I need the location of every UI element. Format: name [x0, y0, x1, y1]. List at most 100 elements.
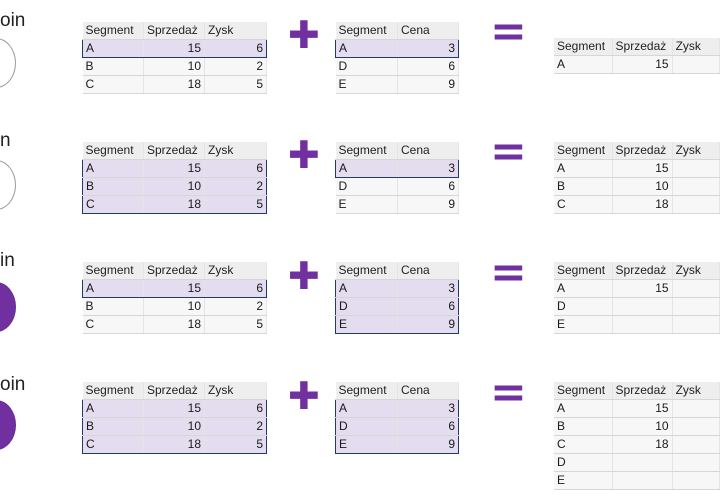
- venn-circle-icon: [0, 38, 16, 88]
- join-type-label: oin: [0, 10, 26, 31]
- cell-zysk: [672, 279, 720, 298]
- cell-zysk: [672, 453, 720, 472]
- cell-segment: A: [335, 39, 398, 58]
- cell-zysk: [672, 159, 720, 178]
- cell-sprzedaz: [612, 315, 673, 334]
- cell-sprzedaz: [612, 297, 673, 316]
- cell-sprzedaz: 10: [143, 57, 205, 76]
- cell-zysk: 2: [204, 417, 267, 436]
- cell-zysk: [672, 315, 720, 334]
- column-header: Zysk: [204, 382, 267, 400]
- cell-segment: C: [82, 435, 144, 454]
- cell-segment: A: [82, 399, 144, 418]
- plus-icon: ✚: [288, 13, 320, 57]
- column-header: Zysk: [672, 142, 720, 160]
- cell-sprzedaz: [612, 471, 673, 490]
- cell-segment: B: [554, 177, 613, 196]
- cell-segment: A: [335, 279, 398, 298]
- cell-segment: A: [554, 399, 613, 418]
- cell-segment: C: [82, 315, 144, 334]
- cell-segment: E: [335, 435, 398, 454]
- venn-circle-icon: [0, 282, 16, 332]
- cell-cena: 6: [397, 57, 459, 76]
- column-header: Segment: [82, 142, 144, 160]
- cell-cena: 6: [397, 417, 459, 436]
- column-header: Segment: [335, 22, 398, 40]
- cell-segment: D: [335, 297, 398, 316]
- cell-zysk: [672, 177, 720, 196]
- cell-zysk: 6: [204, 279, 267, 298]
- column-header: Sprzedaż: [143, 382, 205, 400]
- table-row: E: [554, 315, 720, 334]
- cell-zysk: 5: [204, 195, 267, 214]
- cell-sprzedaz: 10: [612, 417, 673, 436]
- column-header: Sprzedaż: [612, 382, 673, 400]
- cell-cena: 9: [397, 195, 459, 214]
- cell-sprzedaz: 15: [612, 399, 673, 418]
- cell-zysk: [672, 417, 720, 436]
- plus-icon: ✚: [288, 254, 320, 298]
- cell-segment: C: [82, 75, 144, 94]
- cell-segment: D: [554, 297, 613, 316]
- cell-segment: D: [335, 417, 398, 436]
- cell-segment: B: [82, 417, 144, 436]
- cell-zysk: [672, 297, 720, 316]
- table-row: D: [554, 297, 720, 316]
- plus-icon: ✚: [288, 133, 320, 177]
- cell-sprzedaz: 18: [143, 315, 205, 334]
- column-header: Cena: [397, 142, 459, 160]
- column-header: Segment: [82, 382, 144, 400]
- cell-sprzedaz: 10: [143, 417, 205, 436]
- cell-zysk: 6: [204, 39, 267, 58]
- cell-segment: A: [335, 159, 398, 178]
- cell-segment: E: [335, 315, 398, 334]
- cell-segment: C: [554, 195, 613, 214]
- cell-cena: 9: [397, 435, 459, 454]
- column-header: Sprzedaż: [612, 262, 673, 280]
- cell-segment: A: [82, 159, 144, 178]
- cell-zysk: 6: [204, 159, 267, 178]
- venn-circle-icon: [0, 400, 16, 450]
- cell-zysk: [672, 55, 720, 74]
- equals-icon: =: [490, 6, 527, 57]
- cell-zysk: [672, 399, 720, 418]
- cell-segment: C: [554, 435, 613, 454]
- column-header: Zysk: [672, 382, 720, 400]
- cell-cena: 3: [397, 399, 459, 418]
- cell-segment: E: [554, 315, 613, 334]
- equals-icon: =: [490, 126, 527, 177]
- cell-sprzedaz: 18: [143, 435, 205, 454]
- cell-segment: E: [335, 75, 398, 94]
- cell-segment: D: [335, 177, 398, 196]
